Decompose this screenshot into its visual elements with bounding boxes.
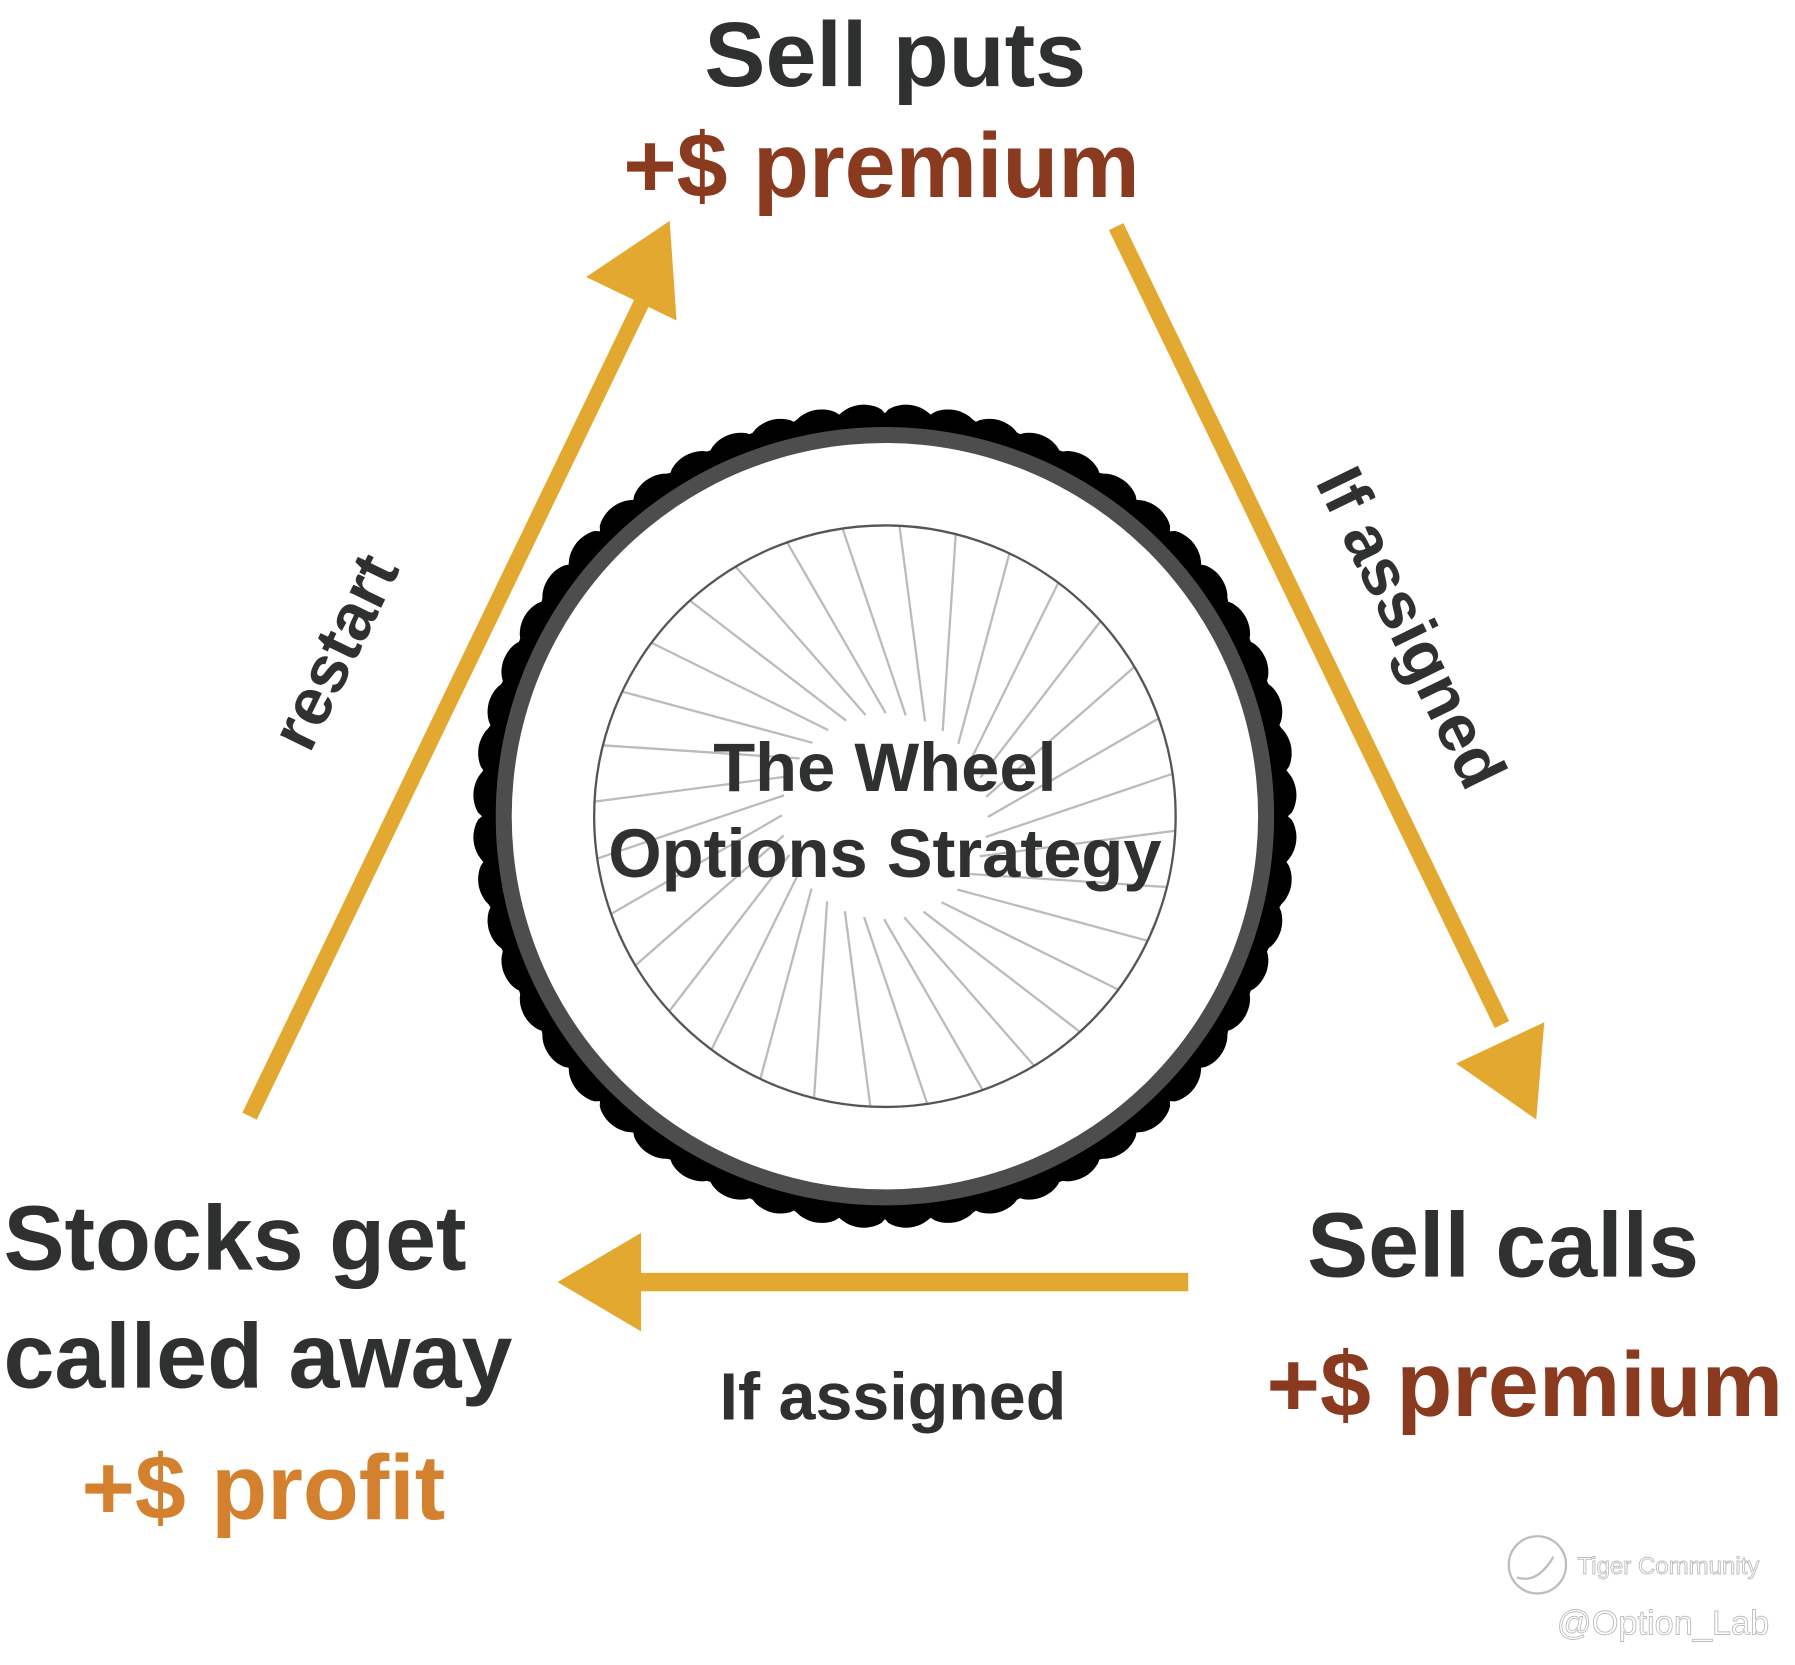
spoke <box>979 829 1176 858</box>
spoke <box>903 916 1036 1067</box>
sell-puts-label: Sell puts <box>704 4 1086 106</box>
title-line-1: The Wheel <box>713 729 1056 806</box>
watermark-brand: Tiger Community <box>1577 1553 1759 1580</box>
spoke <box>596 794 785 860</box>
spoke <box>594 774 791 803</box>
spoke <box>969 582 1060 761</box>
hub-ring <box>593 524 1177 1109</box>
label-restart: restart <box>257 543 414 761</box>
spokes <box>594 525 1176 1107</box>
wheel: The Wheel Options Strategy <box>473 404 1297 1228</box>
spoke <box>898 525 927 722</box>
called-away-line-1: Stocks get <box>3 1187 466 1289</box>
spoke <box>985 666 1136 798</box>
spoke <box>843 910 872 1107</box>
called-away-line-2: called away <box>3 1305 512 1407</box>
spoke <box>970 872 1167 889</box>
spoke <box>710 872 800 1051</box>
spoke <box>883 918 984 1091</box>
label-if-assigned-bottom: If assigned <box>720 1360 1067 1434</box>
sell-calls-label: Sell calls <box>1307 1194 1699 1296</box>
spoke <box>941 901 1119 991</box>
title-line-2: Options Strategy <box>608 815 1161 892</box>
spoke <box>634 834 785 967</box>
spoke <box>979 620 1102 779</box>
spoke <box>862 916 929 1105</box>
spoke <box>956 888 1148 942</box>
arrowhead-icon <box>557 1232 642 1332</box>
spoke <box>922 910 1081 1033</box>
spoke <box>957 553 1011 745</box>
spoke <box>941 534 957 731</box>
spoke <box>621 690 813 744</box>
spoke <box>689 599 847 722</box>
watermark: Tiger Community @Option_Lab <box>1507 1535 1770 1643</box>
sell-calls-premium: +$ premium <box>1267 1334 1784 1436</box>
arrow-to-called-away <box>557 1232 1189 1332</box>
spoke <box>812 901 829 1099</box>
arrow-restart <box>242 220 677 1120</box>
spoke <box>734 565 867 716</box>
spoke <box>759 888 813 1080</box>
label-if-assigned-right: If assigned <box>1301 456 1520 800</box>
rim-inner <box>511 443 1259 1190</box>
watermark-handle: @Option_Lab <box>1557 1605 1769 1643</box>
spoke <box>602 744 800 760</box>
spoke <box>841 528 907 716</box>
sell-puts-premium: +$ premium <box>623 115 1140 217</box>
arrow-to-sell-calls <box>1108 223 1545 1120</box>
arrowhead-icon <box>586 220 677 321</box>
spoke <box>987 717 1160 818</box>
called-away-profit: +$ profit <box>81 1437 445 1539</box>
spoke <box>786 541 887 714</box>
spoke <box>610 814 783 915</box>
spoke <box>668 854 791 1012</box>
arrowhead-icon <box>1456 1022 1545 1120</box>
tiger-logo-icon <box>1507 1535 1568 1595</box>
spoke <box>985 772 1173 839</box>
spoke <box>650 641 829 732</box>
